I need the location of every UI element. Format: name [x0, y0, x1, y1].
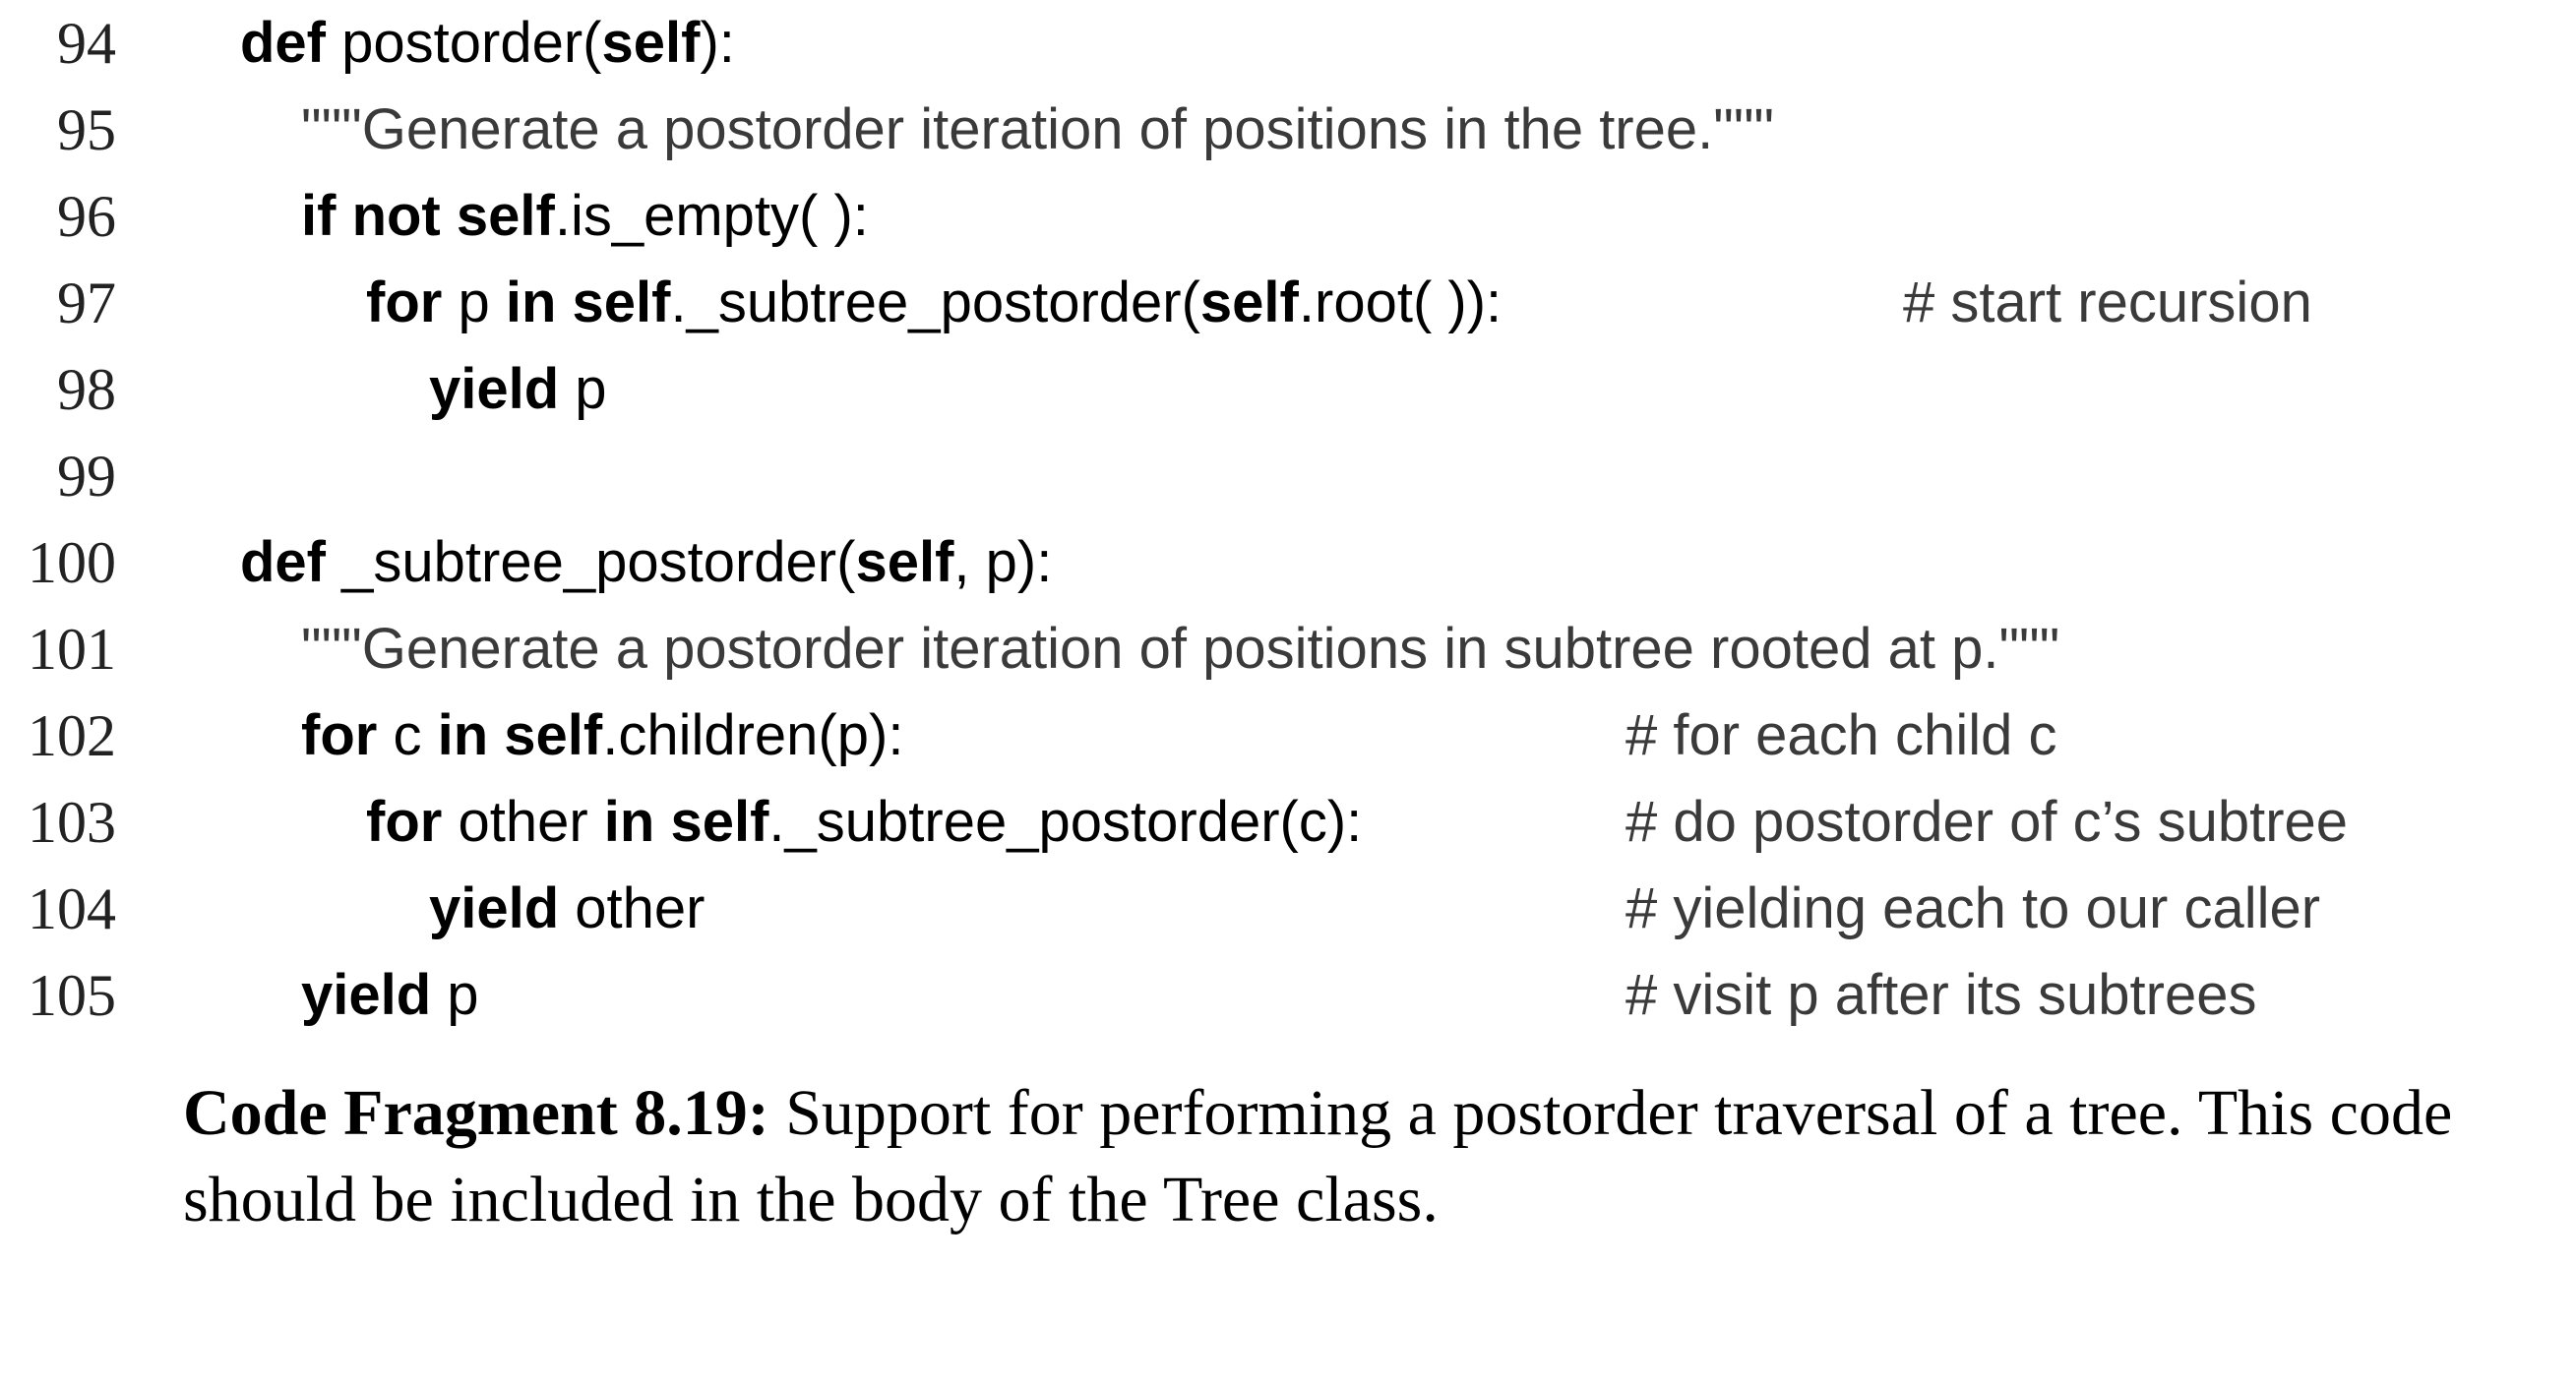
line-number: 102 [28, 703, 116, 768]
code-text: yield p [429, 357, 607, 421]
line-number: 104 [28, 876, 116, 941]
code-caption: Code Fragment 8.19: Support for performi… [183, 1070, 2545, 1243]
code-text: def _subtree_postorder(self, p): [240, 530, 1053, 594]
line-number: 98 [57, 357, 116, 422]
line-number: 94 [57, 11, 116, 76]
code-comment: # visit p after its subtrees [1625, 963, 2257, 1027]
code-line: 100 def _subtree_postorder(self, p): [0, 519, 2576, 606]
code-line: 97 for p in self._subtree_postorder(self… [0, 260, 2576, 346]
code-comment: # do postorder of c’s subtree [1625, 790, 2349, 854]
code-text: for c in self.children(p): [301, 703, 904, 767]
code-line: 104 yield other # yielding each to our c… [0, 866, 2576, 952]
code-line: 99 [0, 433, 2576, 519]
code-line: 102 for c in self.children(p): # for eac… [0, 692, 2576, 779]
code-comment: # yielding each to our caller [1625, 876, 2321, 940]
line-number: 96 [57, 184, 116, 249]
code-text: for p in self._subtree_postorder(self.ro… [366, 271, 1503, 334]
code-text: def postorder(self): [240, 11, 735, 75]
line-number: 95 [57, 97, 116, 162]
code-fragment-page: 94 def postorder(self): 95 """Generate a… [0, 0, 2576, 1243]
line-number: 101 [28, 617, 116, 682]
docstring-text: """Generate a postorder iteration of pos… [301, 97, 1775, 161]
docstring-text: """Generate a postorder iteration of pos… [301, 617, 2060, 681]
code-text: yield p [301, 963, 479, 1027]
line-number: 105 [28, 963, 116, 1028]
code-line: 96 if not self.is_empty( ): [0, 173, 2576, 260]
line-number: 97 [57, 271, 116, 335]
code-comment: # start recursion [1903, 271, 2312, 334]
caption-text: Support for performing a postorder trave… [183, 1077, 2453, 1235]
code-line: 98 yield p [0, 346, 2576, 433]
code-text: yield other [429, 876, 705, 940]
line-number: 103 [28, 790, 116, 855]
code-text: if not self.is_empty( ): [301, 184, 869, 248]
code-listing: 94 def postorder(self): 95 """Generate a… [0, 0, 2576, 1039]
code-line: 94 def postorder(self): [0, 0, 2576, 87]
code-line: 105 yield p # visit p after its subtrees [0, 952, 2576, 1039]
code-line: 95 """Generate a postorder iteration of … [0, 87, 2576, 173]
caption-label: Code Fragment 8.19: [183, 1077, 769, 1149]
line-number: 100 [28, 530, 116, 595]
code-comment: # for each child c [1625, 703, 2057, 767]
line-number: 99 [57, 444, 116, 509]
code-text: for other in self._subtree_postorder(c): [366, 790, 1363, 854]
code-line: 103 for other in self._subtree_postorder… [0, 779, 2576, 866]
code-line: 101 """Generate a postorder iteration of… [0, 606, 2576, 692]
